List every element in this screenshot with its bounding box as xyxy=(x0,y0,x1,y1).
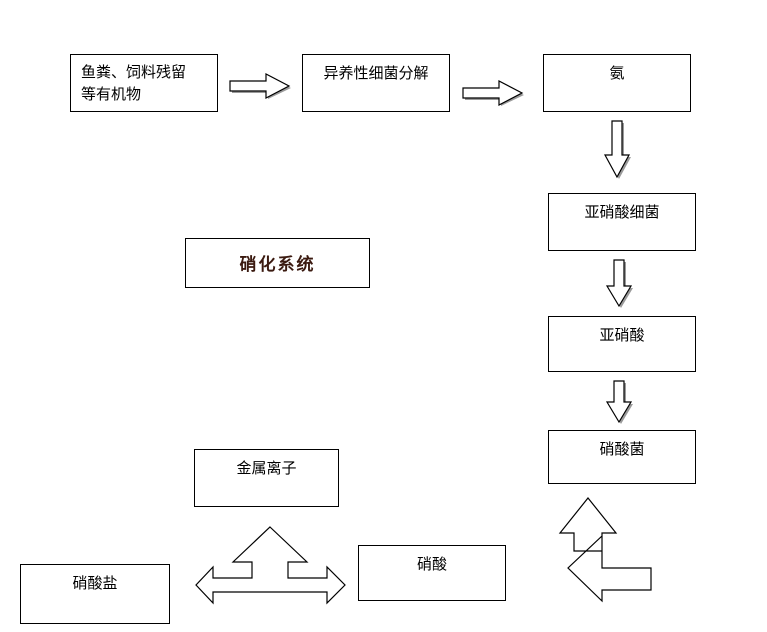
node-organic-matter: 鱼粪、饲料残留 等有机物 xyxy=(70,54,218,112)
arrow-nitric-acid-to-nitrate-bacteria xyxy=(558,497,652,603)
node-nitrification-system-title: 硝化系统 xyxy=(185,238,370,288)
arrow-bacteria-to-ammonia xyxy=(462,80,524,106)
node-ammonia: 氨 xyxy=(543,54,691,112)
arrow-three-way-split xyxy=(195,526,346,605)
node-nitrate-bacteria: 硝酸菌 xyxy=(548,430,696,484)
arrow-nitrite-bacteria-to-nitrous-acid xyxy=(605,259,633,308)
arrow-organic-to-bacteria xyxy=(229,73,291,99)
node-nitrite-bacteria: 亚硝酸细菌 xyxy=(548,193,696,251)
node-nitrate-salt: 硝酸盐 xyxy=(20,564,170,624)
node-metal-ions: 金属离子 xyxy=(194,449,339,507)
node-heterotrophic-bacteria: 异养性细菌分解 xyxy=(302,54,450,112)
node-nitric-acid: 硝酸 xyxy=(358,545,506,601)
arrow-ammonia-to-nitrite-bacteria xyxy=(603,120,631,179)
arrow-nitrous-acid-to-nitrate-bacteria xyxy=(605,380,633,424)
node-nitrous-acid: 亚硝酸 xyxy=(548,316,696,372)
